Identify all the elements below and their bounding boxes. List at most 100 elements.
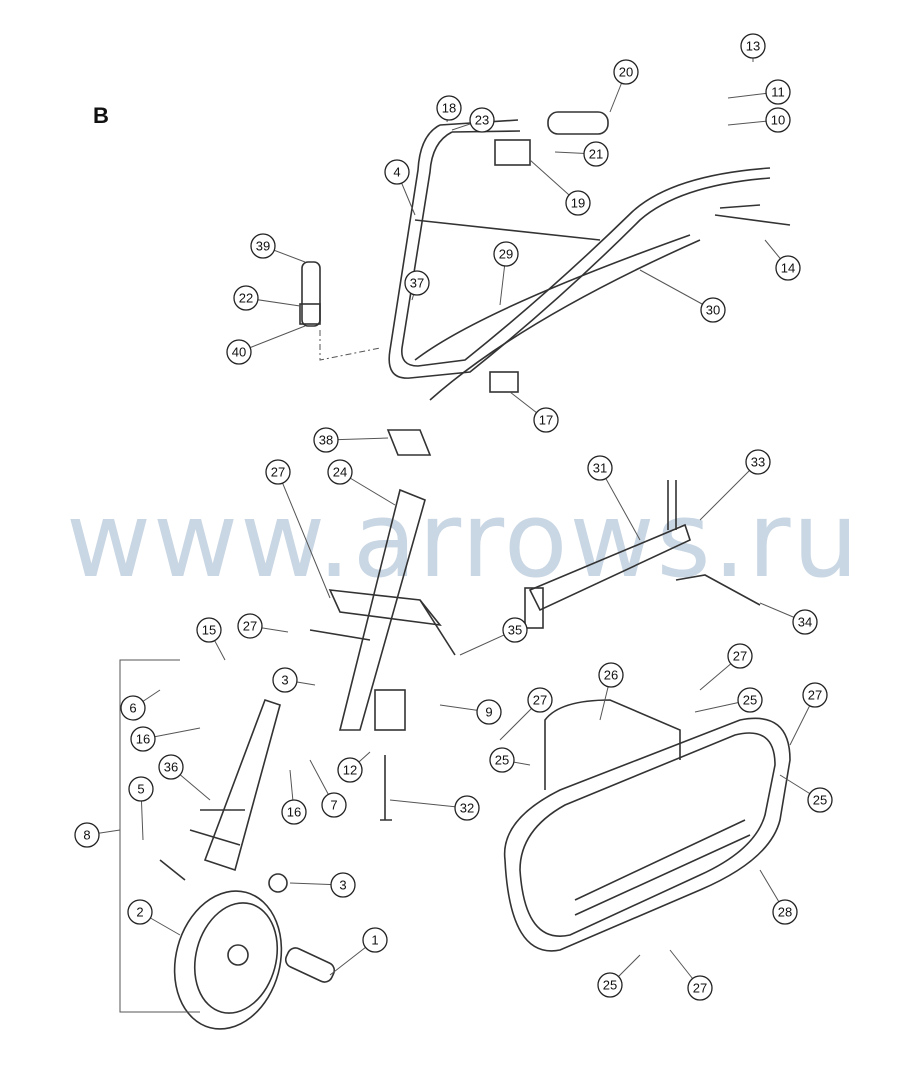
part-number: 25 (813, 793, 827, 808)
part-number: 20 (619, 65, 633, 80)
callout-circle (127, 899, 153, 925)
callout-8: 8 (74, 822, 121, 848)
part-number: 13 (746, 39, 760, 54)
callout-6: 6 (120, 689, 161, 721)
clip (489, 371, 519, 393)
belt-guard (503, 699, 791, 952)
callout-circle (527, 687, 553, 713)
throttle (494, 139, 531, 166)
callout-circle (765, 107, 791, 133)
callout-circle (233, 285, 259, 311)
leader-line (639, 269, 714, 311)
callout-25: 25 (694, 687, 763, 713)
wheel-assembly (119, 659, 336, 1030)
callout-circle (687, 975, 713, 1001)
part-number: 16 (287, 805, 301, 820)
part-number: 8 (83, 828, 90, 843)
callout-38: 38 (313, 427, 389, 453)
part-number: 27 (808, 688, 822, 703)
callout-3: 3 (272, 667, 316, 693)
callout-12: 12 (337, 751, 371, 783)
callout-16: 16 (281, 769, 307, 825)
callout-2: 2 (127, 899, 181, 936)
callout-40: 40 (226, 325, 306, 365)
callout-30: 30 (639, 269, 726, 323)
part-number: 16 (136, 732, 150, 747)
part-number: 28 (778, 905, 792, 920)
callout-27: 27 (669, 949, 713, 1001)
watermark: www.arrows.ru (66, 479, 861, 601)
callout-circle (313, 427, 339, 453)
callout-circle (772, 899, 798, 925)
callout-circle (597, 972, 623, 998)
callout-25: 25 (779, 774, 833, 813)
part-number: 19 (571, 196, 585, 211)
callout-circle (598, 662, 624, 688)
part-number: 3 (281, 673, 288, 688)
callout-circle (765, 79, 791, 105)
part-number: 21 (589, 147, 603, 162)
callout-circle (775, 255, 801, 281)
leader-line (277, 471, 331, 599)
callout-circle (226, 339, 252, 365)
callout-34: 34 (759, 602, 818, 635)
part-number: 34 (798, 615, 812, 630)
callout-circle (740, 33, 766, 59)
callout-circle (792, 609, 818, 635)
part-number: 10 (771, 113, 785, 128)
callout-circle (281, 799, 307, 825)
part-number: 39 (256, 239, 270, 254)
part-number: 15 (202, 623, 216, 638)
callout-24: 24 (327, 459, 396, 506)
part-number: 27 (693, 981, 707, 996)
part-number: 4 (393, 165, 400, 180)
part-number: 25 (743, 693, 757, 708)
callout-20: 20 (609, 59, 639, 113)
part-number: 40 (232, 345, 246, 360)
callout-circle (700, 297, 726, 323)
callout-27: 27 (699, 643, 753, 691)
callouts: 1311102018232141914293037392240173833312… (74, 33, 833, 1001)
callout-circle (128, 776, 154, 802)
callout-37: 37 (404, 270, 430, 301)
callout-5: 5 (128, 776, 154, 841)
callout-33: 33 (699, 449, 771, 521)
callout-17: 17 (509, 391, 559, 433)
part-number: 29 (499, 247, 513, 262)
grip (547, 111, 609, 135)
part-number: 31 (593, 461, 607, 476)
part-number: 5 (137, 782, 144, 797)
callout-circle (436, 95, 462, 121)
steering-column (309, 429, 456, 821)
callout-circle (330, 872, 356, 898)
callout-4: 4 (384, 159, 416, 216)
part-number: 17 (539, 413, 553, 428)
handlebar (299, 111, 791, 401)
part-number: 26 (604, 668, 618, 683)
callout-28: 28 (759, 869, 798, 925)
part-number: 24 (333, 465, 347, 480)
callout-10: 10 (727, 107, 791, 133)
callout-circle (158, 754, 184, 780)
part-number: 25 (603, 978, 617, 993)
callout-circle (565, 190, 591, 216)
part-number: 1 (371, 933, 378, 948)
callout-14: 14 (764, 239, 801, 281)
callout-29: 29 (493, 241, 519, 306)
callout-circle (469, 107, 495, 133)
part-number: 38 (319, 433, 333, 448)
callout-circle (250, 233, 276, 259)
depth-bar (524, 480, 761, 629)
callout-circle (321, 792, 347, 818)
callout-39: 39 (250, 233, 306, 263)
part-number: 30 (706, 303, 720, 318)
part-number: 27 (533, 693, 547, 708)
leader-line (699, 461, 759, 521)
callout-25: 25 (489, 747, 531, 773)
leader-line (389, 799, 468, 809)
callout-circle (587, 455, 613, 481)
section-label: B (93, 103, 109, 128)
callout-18: 18 (436, 95, 462, 123)
callout-25: 25 (597, 954, 641, 998)
part-number: 27 (733, 649, 747, 664)
